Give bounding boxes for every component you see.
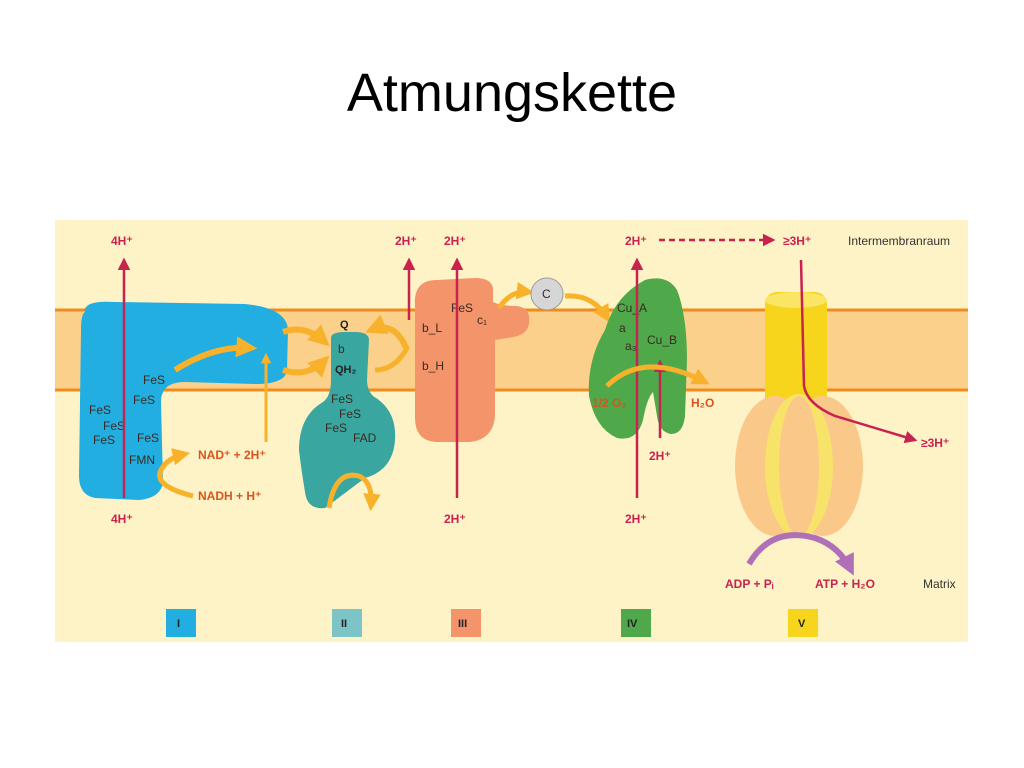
complex-ii-box	[332, 609, 362, 637]
c1-to-cytc-arrow	[496, 281, 535, 310]
complex-i-fes-6: FeS	[137, 431, 159, 445]
cytochrome-c-label: C	[542, 287, 551, 301]
complex-ii-q: Q	[340, 319, 349, 331]
complex-iv-h2o: H₂O	[691, 396, 714, 410]
region-bottom-label: Matrix	[923, 577, 956, 591]
atp-synthase-stalk-top	[765, 292, 827, 308]
complex-ii-b: b	[338, 342, 345, 356]
complex-i-box	[166, 609, 196, 637]
slide-title: Atmungskette	[346, 63, 678, 123]
complex-ii-box-label: II	[341, 618, 347, 630]
complex-iv-o2: 1/2 O₂	[592, 396, 627, 410]
complex-i-fes-4: FeS	[103, 419, 125, 433]
complex-i-nadh-arrow	[157, 448, 194, 499]
q-to-iii-arrow-1	[365, 314, 410, 352]
complex-ii-shape	[299, 332, 396, 509]
atp-synthase-stalk	[765, 292, 827, 410]
complex-iii-top-proton-1: 2H⁺	[395, 234, 417, 248]
complex-iv-cub: Cu_B	[647, 333, 677, 347]
complex-i-electron-arrow	[173, 336, 258, 373]
complex-iv-bottom-proton: 2H⁺	[625, 512, 647, 526]
complex-i-fmn: FMN	[129, 453, 155, 467]
complex-i-nadh-label: NADH + H⁺	[198, 489, 261, 503]
complex-ii-fes-1: FeS	[331, 392, 353, 406]
complex-v-right-proton: ≥3H⁺	[921, 436, 949, 450]
complex-v-box-label: V	[798, 618, 806, 630]
complex-i-nad-label: NAD⁺ + 2H⁺	[198, 448, 266, 462]
complex-v-atp-label: ATP + H₂O	[815, 577, 875, 591]
complex-i-box-label: I	[177, 618, 180, 630]
complex-v-top-proton: ≥3H⁺	[783, 234, 811, 248]
complex-iv-box-label: IV	[627, 618, 638, 630]
complex-iv-box	[621, 609, 651, 637]
complex-iii-bh: b_H	[422, 359, 444, 373]
complex-i-fes-5: FeS	[93, 433, 115, 447]
complex-v-box	[788, 609, 818, 637]
complex-iv-inner-proton: 2H⁺	[649, 449, 671, 463]
complex-iii-box-label: III	[458, 618, 467, 630]
complex-ii-fes-3: FeS	[325, 421, 347, 435]
complex-iv-cua: Cu_A	[617, 301, 647, 315]
complex-ii-fes-2: FeS	[339, 407, 361, 421]
complex-iii-shape	[414, 278, 530, 442]
complex-i-fes-2: FeS	[133, 393, 155, 407]
cytochrome-c	[530, 277, 564, 311]
complex-v-adp-label: ADP + Pᵢ	[725, 577, 774, 591]
complex-i-bottom-proton: 4H⁺	[111, 512, 133, 526]
complex-i-fes-3: FeS	[89, 403, 111, 417]
q-shuttle-arrow-left	[282, 355, 330, 378]
complex-ii-qh2: QH₂	[335, 364, 357, 376]
atp-synthase-head-center	[779, 396, 819, 536]
complex-iv-a: a	[619, 321, 626, 335]
complex-v-proton-arrow	[802, 385, 918, 444]
complex-iv-a3: a₃	[625, 339, 637, 353]
complex-iii-fes: FeS	[451, 301, 473, 315]
respiratory-chain-diagram: Intermembranraum Matrix FeS FeS FeS FeS …	[55, 220, 968, 642]
complex-ii-fad: FAD	[353, 431, 377, 445]
complex-ii-electron-arrow	[326, 472, 381, 512]
complex-iii-box	[451, 609, 481, 637]
cytc-to-iv-arrow	[564, 293, 610, 323]
complex-iii-c1: c₁	[477, 313, 487, 327]
region-top-label: Intermembranraum	[848, 234, 950, 248]
complex-iii-bl: b_L	[422, 321, 442, 335]
atp-synthesis-arrow	[746, 532, 854, 576]
complex-iii-bottom-proton: 2H⁺	[444, 512, 466, 526]
q-to-iii-arrow-2	[374, 346, 410, 373]
complex-iii-top-proton-2: 2H⁺	[444, 234, 466, 248]
complex-i-top-proton: 4H⁺	[111, 234, 133, 248]
q-shuttle-arrow-right	[281, 324, 330, 347]
complex-iv-water-arrow	[605, 364, 710, 388]
complex-i-fes-1: FeS	[143, 373, 165, 387]
complex-iv-top-proton: 2H⁺	[625, 234, 647, 248]
complex-v-proton-arrow-stem	[799, 259, 806, 387]
